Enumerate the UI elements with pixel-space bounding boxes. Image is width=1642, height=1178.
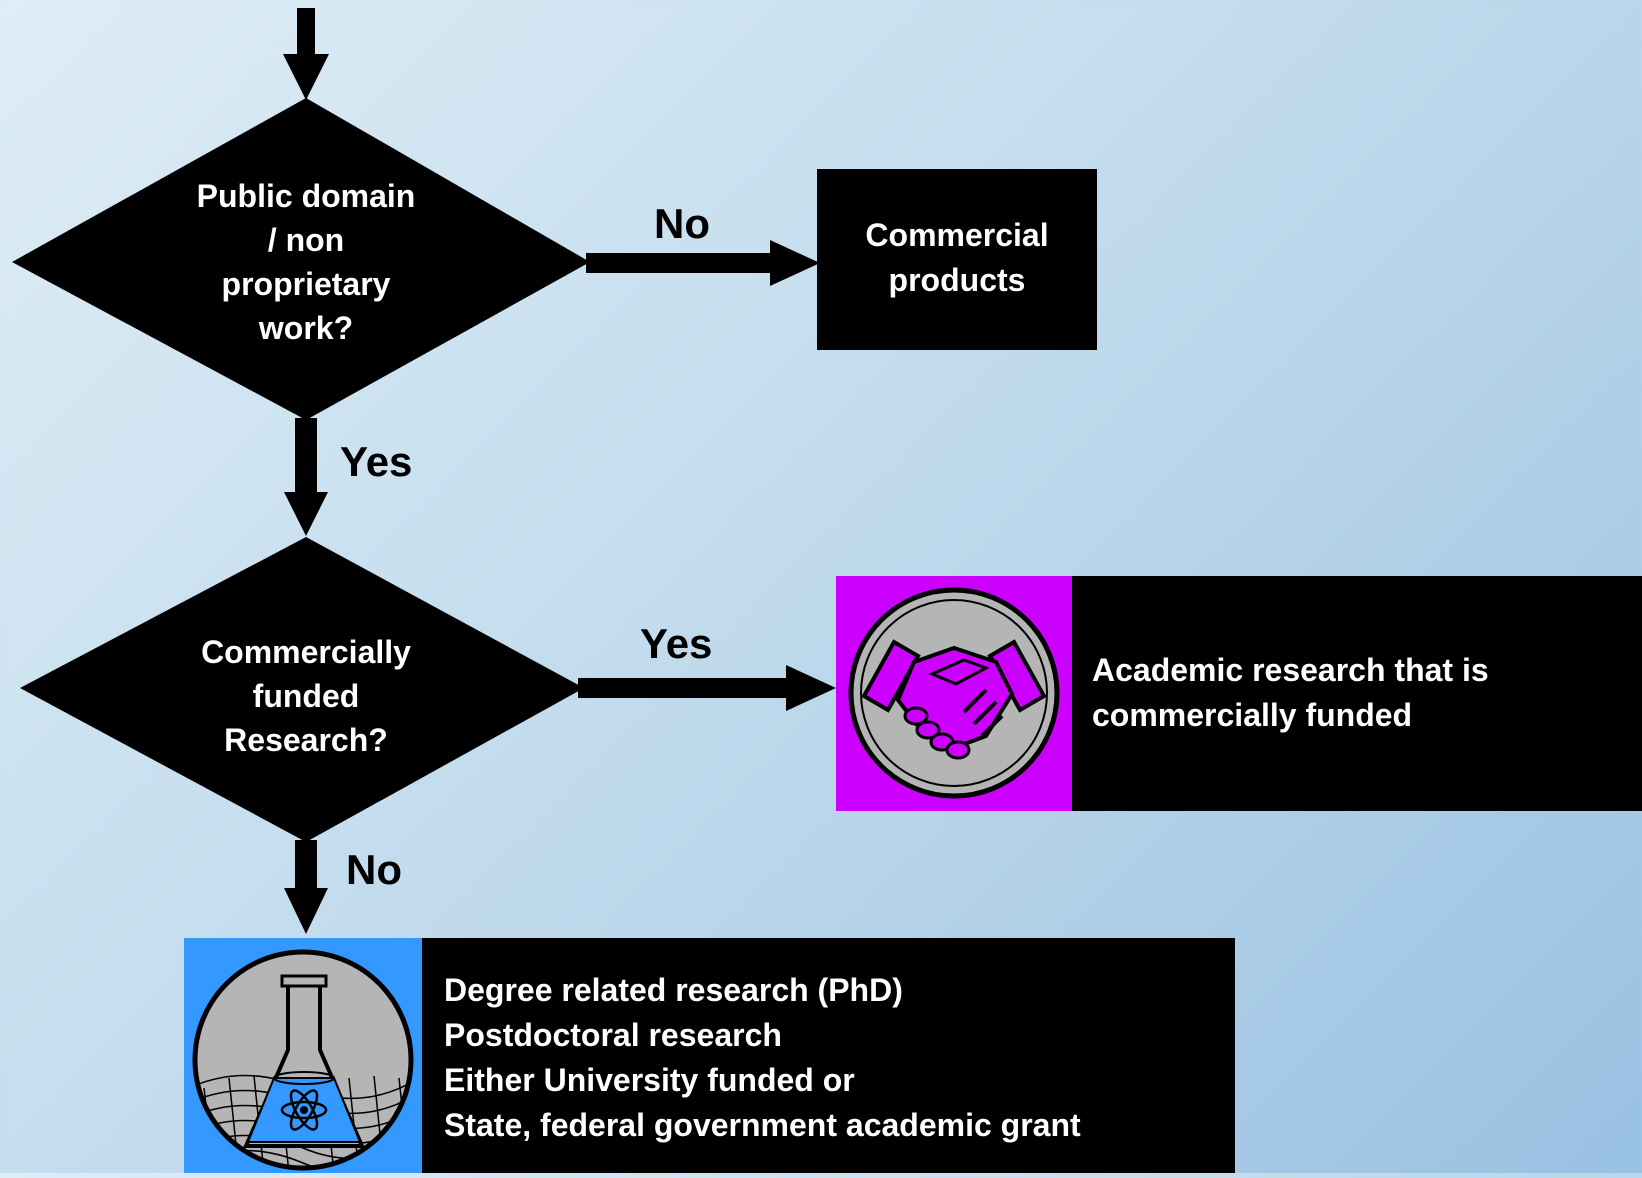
entry-arrow — [283, 8, 329, 100]
yes-arrow-1 — [284, 418, 328, 536]
no-arrow-2 — [284, 840, 328, 934]
decision-2-line: Commercially — [201, 634, 411, 670]
commercial-research-line: commercially funded — [1092, 697, 1413, 733]
academic-research-icon-panel — [184, 938, 422, 1173]
decision-2-line: Research? — [224, 722, 388, 758]
academic-research-line: Degree related research (PhD) — [444, 972, 903, 1008]
decision-2-yes-label: Yes — [640, 620, 713, 667]
flask-icon — [192, 949, 414, 1171]
commercial-research-box: Academic research that is commercially f… — [836, 576, 1642, 811]
decision-2-diamond — [20, 537, 584, 842]
decision-1-line: work? — [258, 310, 354, 346]
commercial-research-line: Academic research that is — [1092, 652, 1489, 688]
handshake-icon — [848, 587, 1060, 799]
commercial-products-box: Commercial products — [817, 169, 1097, 350]
commercial-products-text: Commercial products — [817, 213, 1097, 303]
decision-1-line: proprietary — [221, 266, 391, 302]
commercial-research-icon-panel — [836, 576, 1072, 811]
decision-1-line: / non — [267, 222, 345, 258]
decision-2-no-label: No — [346, 846, 402, 893]
decision-2-line: funded — [252, 678, 360, 714]
decision-1-diamond — [12, 98, 590, 420]
decision-2-text: Commercially funded Research? — [156, 630, 456, 762]
academic-research-text: Degree related research (PhD) Postdoctor… — [444, 968, 1081, 1148]
decision-1-yes-label: Yes — [340, 438, 413, 485]
academic-research-line: Either University funded or — [444, 1062, 855, 1098]
decision-1-no-label: No — [654, 200, 710, 247]
no-arrow-1 — [586, 240, 820, 286]
academic-research-line: Postdoctoral research — [444, 1017, 782, 1053]
decision-1-line: Public domain — [196, 178, 416, 214]
commercial-products-line: products — [888, 262, 1026, 298]
academic-research-line: State, federal government academic grant — [444, 1107, 1081, 1143]
commercial-research-text: Academic research that is commercially f… — [1092, 648, 1489, 738]
commercial-products-line: Commercial — [865, 217, 1049, 253]
yes-arrow-2 — [578, 665, 836, 711]
decision-1-text: Public domain / non proprietary work? — [156, 174, 456, 350]
academic-research-box: Degree related research (PhD) Postdoctor… — [184, 938, 1235, 1173]
